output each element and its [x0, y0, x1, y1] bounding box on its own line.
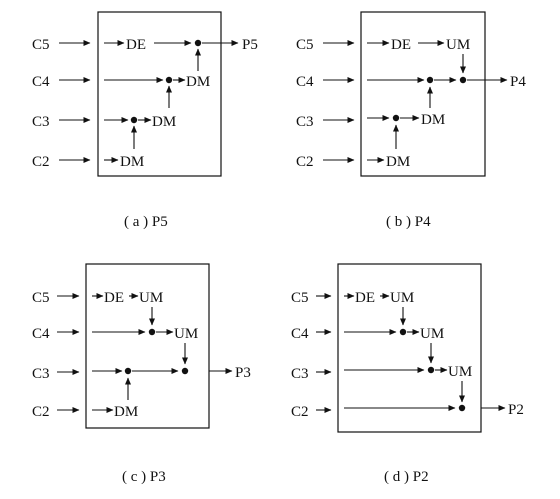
panel-d-caption: ( d ) P2: [384, 469, 429, 485]
panel-c-caption: ( c ) P3: [122, 469, 166, 485]
panel-d-box: [337, 263, 482, 433]
panel-d-input-c3: C3: [291, 366, 309, 382]
panel-b-de-label: DE: [391, 37, 411, 53]
panel-d-node-2: [399, 328, 407, 336]
panel-a-input-c4: C4: [32, 74, 50, 90]
panel-a: C5 C4 C3 C2 DE P5 DM DM DM ( a ) P5: [32, 11, 258, 230]
panel-d-node-3: [427, 366, 435, 374]
panel-a-node-3: [130, 116, 138, 124]
panel-c-um-label-2: UM: [174, 326, 198, 342]
panel-a-input-c3: C3: [32, 114, 50, 130]
panel-d-input-c5: C5: [291, 290, 309, 306]
panel-a-input-c2: C2: [32, 154, 50, 170]
panel-a-output-label: P5: [242, 37, 258, 53]
panel-d-input-c4: C4: [291, 326, 309, 342]
panel-a-dm-label-2: DM: [186, 74, 210, 90]
panel-a-de-label: DE: [126, 37, 146, 53]
panel-b-dm-label-4: DM: [386, 154, 410, 170]
panel-b-input-c2: C2: [296, 154, 314, 170]
panel-a-input-c5: C5: [32, 37, 50, 53]
panel-b-input-c4: C4: [296, 74, 314, 90]
panel-b-input-c5: C5: [296, 37, 314, 53]
panel-a-node-2: [165, 76, 173, 84]
panel-b-node-out: [459, 76, 467, 84]
panel-d-um-label-1: UM: [390, 290, 414, 306]
panel-a-dm-label-3: DM: [152, 114, 176, 130]
panel-b-um-label-1: UM: [446, 37, 470, 53]
panel-d-de-label: DE: [355, 290, 375, 306]
panel-c-um-label-1: UM: [139, 290, 163, 306]
panel-c: C5 C4 C3 C2 DE UM UM P3 DM ( c ) P3: [32, 263, 251, 485]
panel-c-dm-label-4: DM: [114, 404, 138, 420]
panel-b-input-c3: C3: [296, 114, 314, 130]
panel-c-input-c2: C2: [32, 404, 50, 420]
panel-b-box: [360, 11, 486, 177]
panel-a-node-1: [194, 39, 202, 47]
panel-b-node-2: [426, 76, 434, 84]
panel-c-de-label: DE: [104, 290, 124, 306]
panel-a-dm-label-4: DM: [120, 154, 144, 170]
panel-d-input-c2: C2: [291, 404, 309, 420]
panel-b-dm-label-3: DM: [421, 112, 445, 128]
panel-d-um-label-2: UM: [420, 326, 444, 342]
panel-c-node-2: [148, 328, 156, 336]
panel-d-output-label: P2: [508, 402, 524, 418]
panel-c-box: [85, 263, 210, 429]
panel-b: C5 C4 C3 C2 DE UM P4 DM DM ( b ) P4: [296, 11, 526, 230]
panel-b-node-3: [392, 114, 400, 122]
panel-a-box: [97, 11, 222, 177]
panel-c-input-c5: C5: [32, 290, 50, 306]
panel-c-output-label: P3: [235, 365, 251, 381]
panel-c-input-c4: C4: [32, 326, 50, 342]
panel-c-input-c3: C3: [32, 366, 50, 382]
panel-c-node-3: [124, 367, 132, 375]
panel-b-caption: ( b ) P4: [386, 214, 431, 230]
panel-d-um-label-3: UM: [448, 364, 472, 380]
panel-d: C5 C4 C3 C2 DE UM UM UM P2 ( d ) P2: [291, 263, 524, 485]
panel-d-node-out: [458, 404, 466, 412]
panel-b-output-label: P4: [510, 74, 526, 90]
panel-c-node-out: [181, 367, 189, 375]
panel-a-caption: ( a ) P5: [124, 214, 168, 230]
